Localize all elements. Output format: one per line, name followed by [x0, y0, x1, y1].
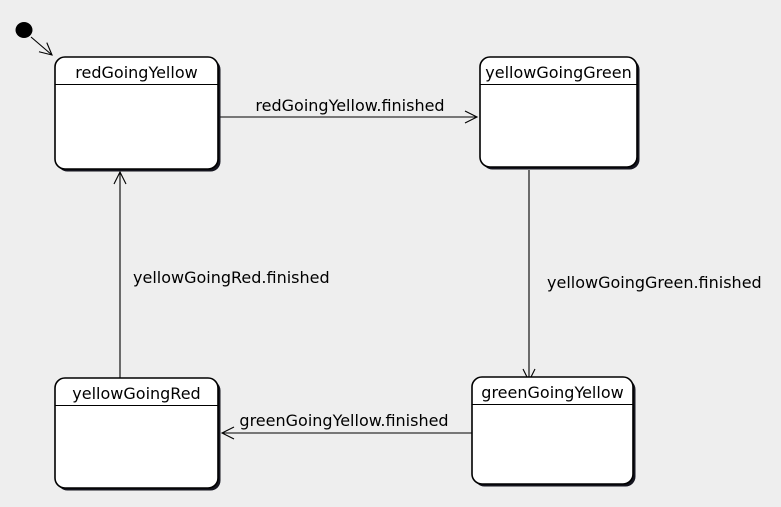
transition-yellowGoingRed-to-redGoingYellow[interactable]: yellowGoingRed.finished	[113, 170, 330, 378]
transition-yellowGoingGreen-to-greenGoingYellow[interactable]: yellowGoingGreen.finished	[522, 170, 762, 383]
state-title: greenGoingYellow	[481, 383, 623, 402]
state-title: yellowGoingGreen	[485, 63, 631, 82]
transition-label: greenGoingYellow.finished	[239, 411, 448, 430]
state-yellowGoingGreen[interactable]: yellowGoingGreen	[479, 56, 640, 170]
transition-label: yellowGoingRed.finished	[133, 268, 330, 287]
state-yellowGoingRed[interactable]: yellowGoingRed	[54, 377, 221, 491]
state-title: redGoingYellow	[75, 63, 197, 82]
transition-label: redGoingYellow.finished	[255, 96, 444, 115]
transition-label: yellowGoingGreen.finished	[547, 273, 762, 292]
initial-state-dot[interactable]	[15, 22, 33, 38]
state-redGoingYellow[interactable]: redGoingYellow	[54, 56, 221, 172]
transition-greenGoingYellow-to-yellowGoingRed[interactable]: greenGoingYellow.finished	[220, 411, 472, 440]
transition-initial-to-redGoingYellow[interactable]	[15, 22, 53, 56]
transition-redGoingYellow-to-yellowGoingGreen[interactable]: redGoingYellow.finished	[220, 96, 479, 124]
state-title: yellowGoingRed	[72, 384, 200, 403]
state-body[interactable]	[471, 376, 634, 485]
transition-line	[30, 36, 53, 56]
state-greenGoingYellow[interactable]: greenGoingYellow	[471, 376, 636, 487]
